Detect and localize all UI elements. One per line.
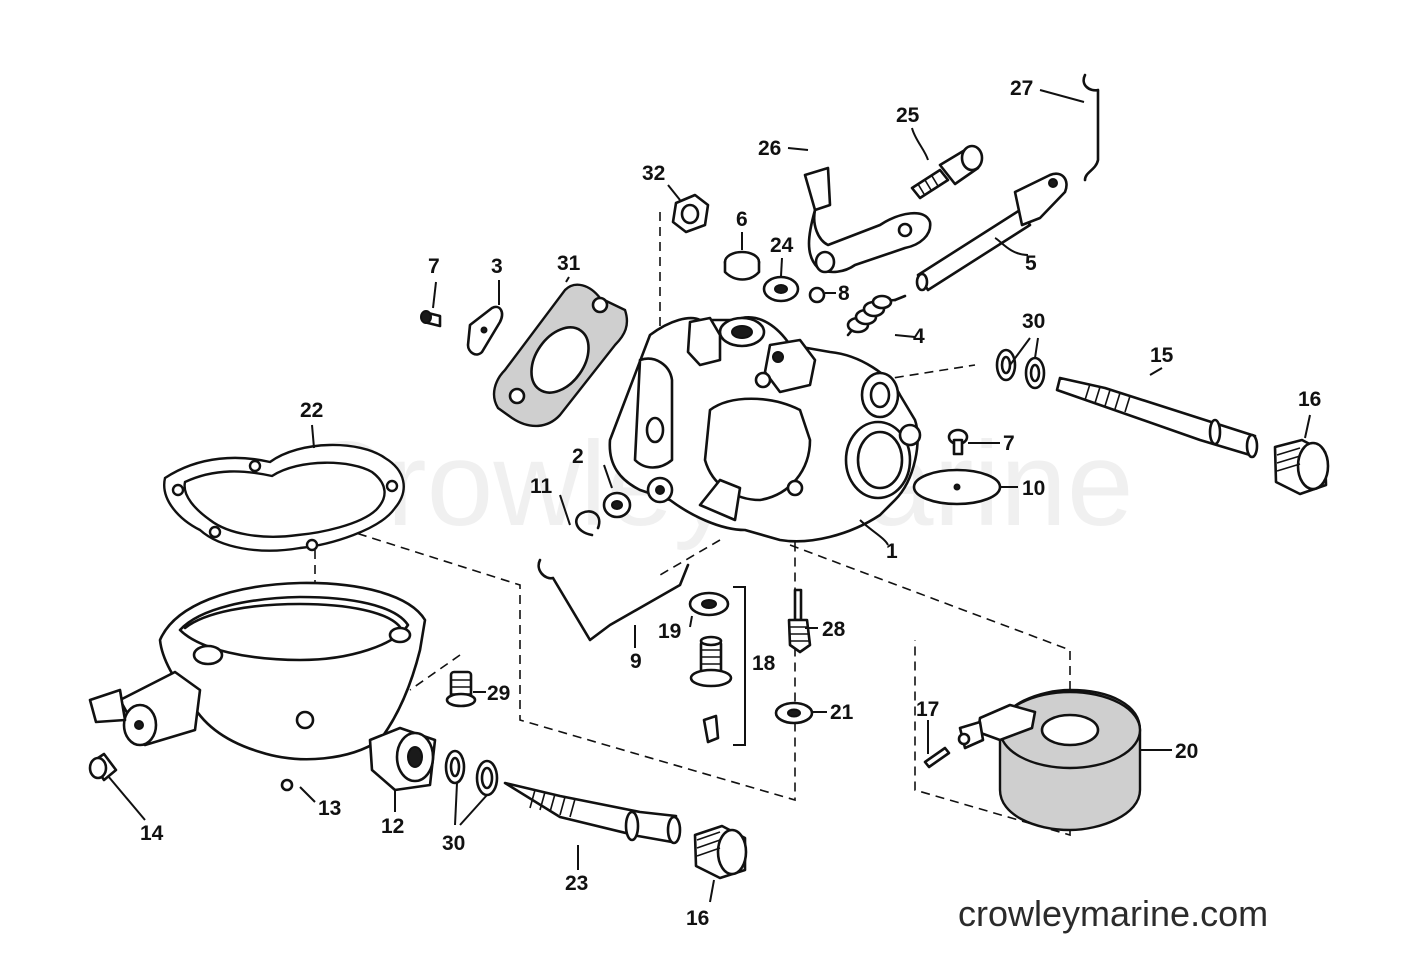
- callout-20: 20: [1175, 740, 1198, 763]
- callout-25: 25: [896, 104, 920, 127]
- callout-16-upper: 16: [1298, 388, 1321, 411]
- choke-disc: [912, 468, 1002, 506]
- welch-plug: [723, 250, 761, 281]
- o-rings-lower: [444, 749, 499, 797]
- callout-31: 31: [557, 252, 581, 275]
- callout-8: 8: [838, 282, 850, 305]
- needle-and-seat: [787, 588, 812, 654]
- callout-5: 5: [1025, 252, 1037, 275]
- callout-7-right: 7: [1003, 432, 1015, 455]
- float: [957, 688, 1142, 832]
- callout-14: 14: [140, 822, 164, 845]
- callout-7-left: 7: [428, 255, 440, 278]
- callout-11: 11: [530, 475, 553, 498]
- throttle-shaft: [915, 172, 1068, 292]
- callout-17: 17: [916, 698, 939, 721]
- packing-nut-upper: [1273, 438, 1330, 496]
- callout-16-lower: 16: [686, 907, 709, 930]
- throttle-lever: [803, 166, 932, 274]
- callout-32: 32: [642, 162, 665, 185]
- callout-21: 21: [830, 701, 854, 724]
- callout-23: 23: [565, 872, 588, 895]
- washer-21: [774, 701, 814, 725]
- callout-29: 29: [487, 682, 510, 705]
- high-speed-needle: [1055, 376, 1259, 459]
- callout-10: 10: [1022, 477, 1045, 500]
- main-jet-assembly: [689, 586, 746, 746]
- hex-nut: [671, 193, 710, 234]
- inlet-plug: [88, 752, 118, 782]
- screw-left: [420, 310, 442, 328]
- callout-9: 9: [630, 650, 642, 673]
- callout-22: 22: [300, 399, 323, 422]
- callout-26: 26: [758, 137, 781, 160]
- low-speed-needle: [503, 781, 682, 845]
- callout-27: 27: [1010, 77, 1033, 100]
- nozzle-plate: [466, 305, 504, 356]
- site-url: crowleymarine.com: [958, 893, 1268, 934]
- lever-screw: [910, 144, 984, 200]
- washer-19: [688, 591, 730, 617]
- callout-12: 12: [381, 815, 404, 838]
- float-bowl: [88, 581, 437, 792]
- float-pin: [923, 746, 951, 769]
- retainer-clip: [575, 510, 601, 537]
- callout-6: 6: [736, 208, 748, 231]
- detent-ball: [808, 286, 826, 304]
- callout-19: 19: [658, 620, 681, 643]
- throttle-link: [1082, 73, 1100, 182]
- packing-nut-lower: [693, 824, 748, 880]
- screw-right: [947, 428, 969, 456]
- carburetor-body: [608, 316, 922, 543]
- callout-4: 4: [913, 325, 925, 348]
- callout-2: 2: [572, 445, 584, 468]
- check-ball: [280, 778, 294, 792]
- callout-15: 15: [1150, 344, 1174, 367]
- callout-13: 13: [318, 797, 341, 820]
- callout-18: 18: [752, 652, 776, 675]
- throttle-spring: [846, 294, 907, 337]
- callout-30-lower: 30: [442, 832, 465, 855]
- o-rings-upper: [995, 348, 1046, 390]
- callout-labels: 1 2 3 4 5 6 7 7 8 9 10 11 12 13 14 15 16…: [140, 77, 1321, 930]
- callout-28: 28: [822, 618, 846, 641]
- mounting-gasket: [492, 283, 629, 428]
- bowl-screw: [445, 670, 477, 708]
- callout-24: 24: [770, 234, 794, 257]
- bowl-gasket: [163, 443, 405, 552]
- callout-3: 3: [491, 255, 503, 278]
- callout-30-upper: 30: [1022, 310, 1045, 333]
- washer-2: [602, 491, 632, 519]
- choke-link: [537, 558, 690, 642]
- leader-lines: [107, 89, 1311, 903]
- washer-upper: [762, 275, 800, 303]
- callout-1: 1: [886, 540, 898, 563]
